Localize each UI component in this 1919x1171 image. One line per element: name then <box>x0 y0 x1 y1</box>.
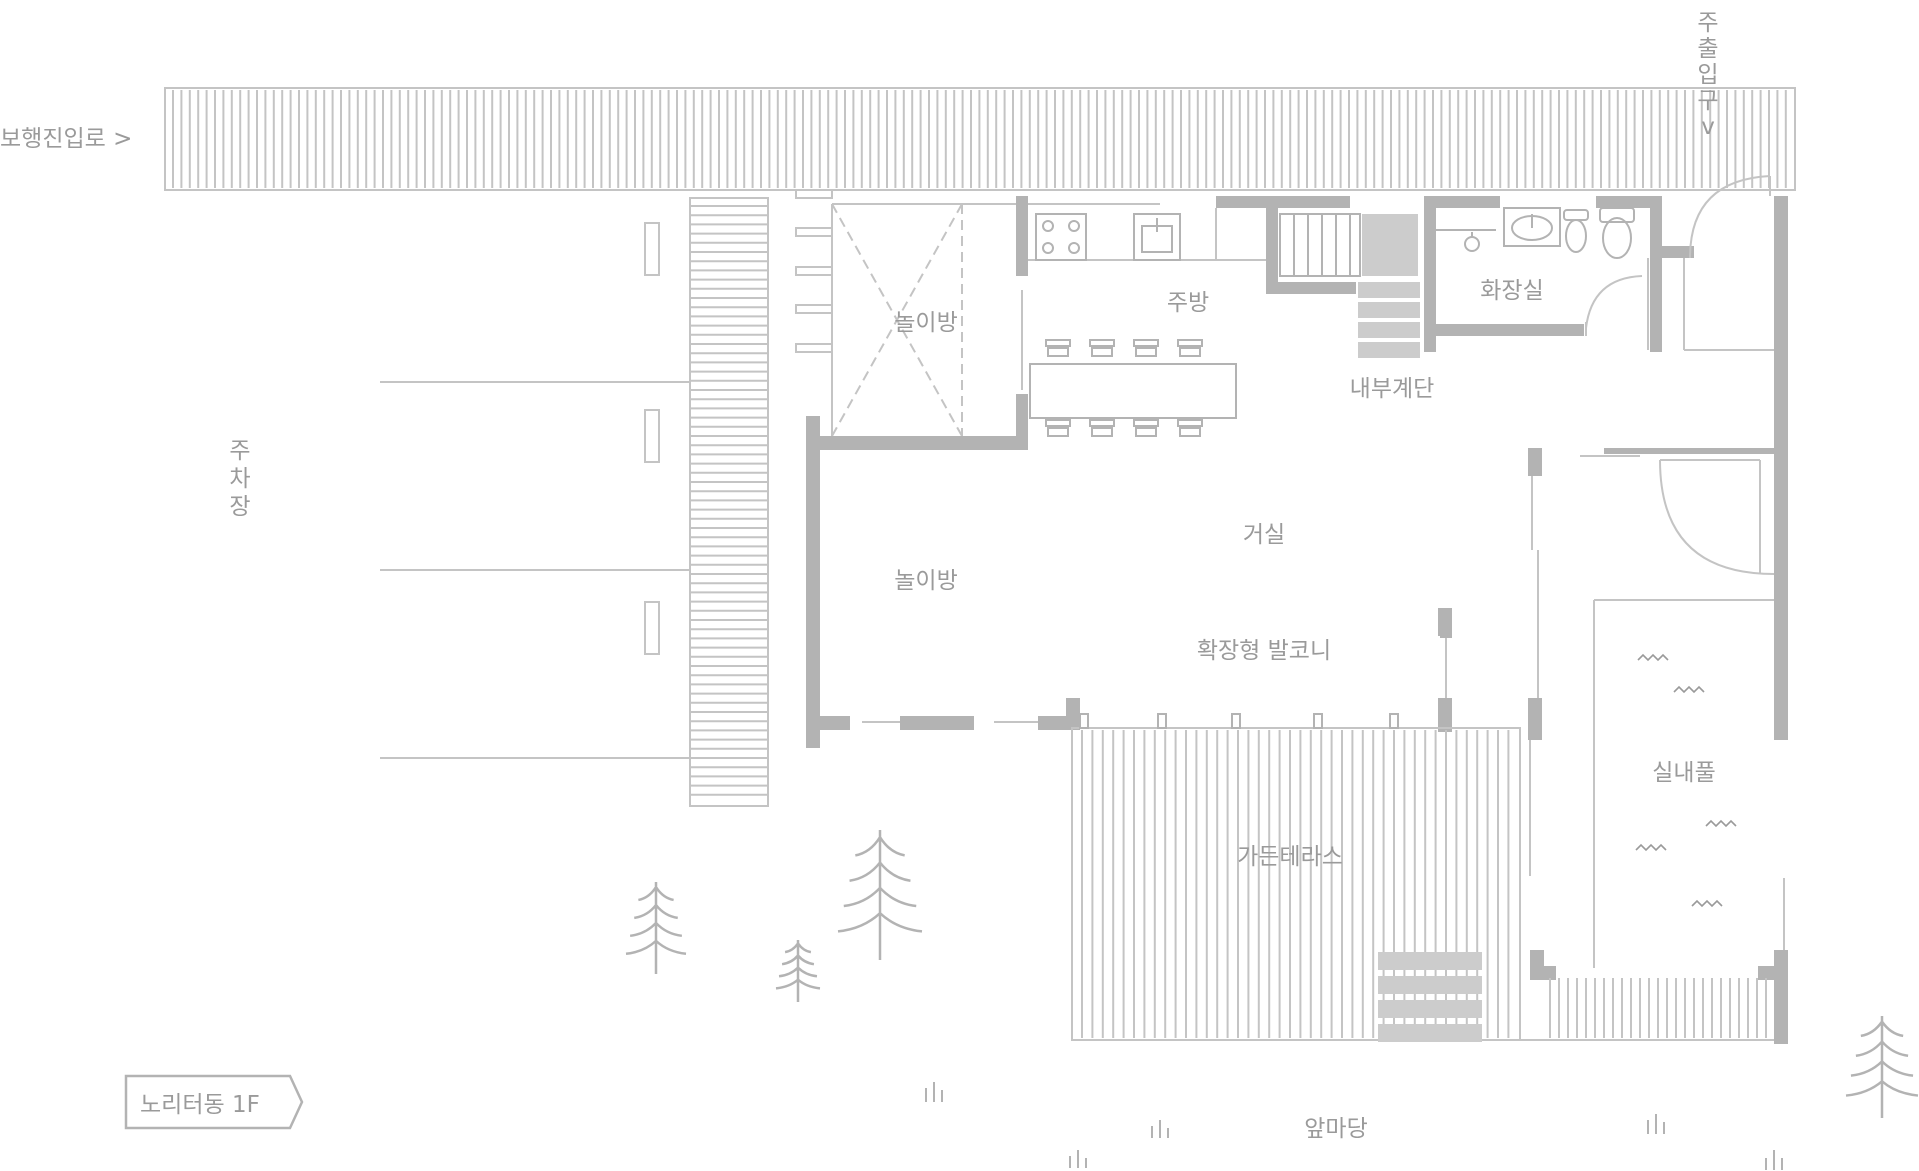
svg-text:v: v <box>1701 114 1715 140</box>
internal-stairs <box>1279 213 1420 358</box>
floor-badge-label: 노리터동 1F <box>140 1092 260 1118</box>
top-walkway <box>164 87 1796 191</box>
floor-badge: 노리터동 1F <box>124 1074 304 1130</box>
living-room-label: 거실 <box>1243 522 1285 548</box>
small-basin-icon <box>1436 229 1496 252</box>
grass-icon <box>925 1082 1783 1170</box>
tree-icon <box>1845 1016 1919 1118</box>
svg-text:주: 주 <box>229 438 250 464</box>
tree-icon <box>775 940 821 1002</box>
svg-text:입: 입 <box>1697 62 1718 88</box>
indoor-pool-label: 실내풀 <box>1652 760 1715 786</box>
svg-text:출: 출 <box>1697 36 1718 62</box>
interior-lines <box>862 175 1785 968</box>
pool-deck <box>1520 978 1774 1041</box>
tree-icon <box>625 882 687 974</box>
wave-icon <box>1635 653 1737 908</box>
toilet-icon <box>1563 207 1635 259</box>
playroom-top-void <box>831 203 1016 437</box>
svg-text:구: 구 <box>1697 88 1718 114</box>
parking-label: 주 차 장 <box>229 438 250 520</box>
playroom-top-label: 놀이방 <box>894 310 957 336</box>
playroom-steps <box>795 189 833 353</box>
svg-text:주: 주 <box>1697 10 1718 36</box>
extended-balcony-label: 확장형 발코니 <box>1197 638 1331 664</box>
svg-text:장: 장 <box>229 494 250 520</box>
sink-icon <box>1133 213 1181 261</box>
washbasin-icon <box>1503 207 1561 247</box>
svg-text:차: 차 <box>229 466 250 492</box>
walls <box>806 196 1788 1044</box>
garden-terrace-deck <box>1071 608 1521 1042</box>
restroom-label: 화장실 <box>1480 278 1543 304</box>
dining-table <box>1029 339 1237 437</box>
front-yard-label: 앞마당 <box>1304 1116 1367 1142</box>
playroom-left-label: 놀이방 <box>894 568 957 594</box>
garden-terrace-label: 가든테라스 <box>1237 844 1343 870</box>
parking-spaces <box>380 222 690 759</box>
kitchen-label: 주방 <box>1167 290 1209 316</box>
tree-icon <box>625 830 1919 1118</box>
internal-stairs-label: 내부계단 <box>1350 376 1435 402</box>
pedestrian-entrance-label: 보행진입로 > <box>0 126 132 152</box>
main-entrance-label: 주 출 입 구 v <box>1697 10 1718 140</box>
parking-ramp <box>689 197 769 807</box>
tree-icon <box>837 830 923 960</box>
kitchen-counter <box>1035 213 1087 261</box>
